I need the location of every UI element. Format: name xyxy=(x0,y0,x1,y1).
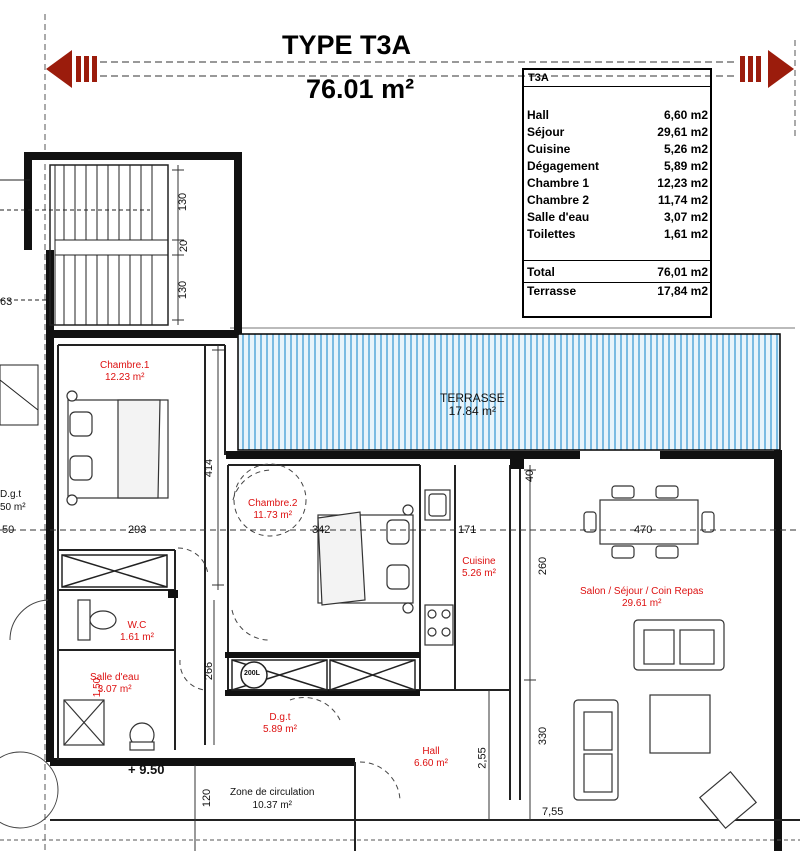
bed-chambre2-icon xyxy=(317,504,414,614)
row-area: 3,07 m2 xyxy=(663,210,708,224)
kitchen-sink-icon xyxy=(424,489,451,521)
row-area: 12,23 m2 xyxy=(657,176,708,190)
terrace-area xyxy=(237,333,781,451)
row-area: 29,61 m2 xyxy=(657,125,708,139)
row-name: Salle d'eau xyxy=(527,210,590,224)
table-row: Séjour 29,61 m2 xyxy=(527,125,708,142)
table-row: Chambre 1 12,23 m2 xyxy=(527,176,708,193)
cooktop-icon xyxy=(424,604,454,646)
dimension-342: 342 xyxy=(312,524,331,536)
dimension-414: 414 xyxy=(203,458,216,478)
sofa-icon xyxy=(573,619,758,830)
row-area: 11,74 m2 xyxy=(657,193,708,207)
dimension-266: 266 xyxy=(203,661,216,681)
row-area: 76,01 m2 xyxy=(657,265,708,279)
row-area: 17,84 m2 xyxy=(657,284,708,298)
table-rule xyxy=(524,86,710,87)
row-name: Total xyxy=(527,265,555,279)
dimension-50: 50 xyxy=(2,524,15,536)
shower-icon xyxy=(63,699,105,746)
staircase xyxy=(0,164,169,326)
water-tank-label: 200L xyxy=(244,670,260,677)
toilet-icon xyxy=(77,599,117,641)
dimension-120: 120 xyxy=(201,788,214,808)
dining-table-icon xyxy=(583,485,715,559)
table-row: Hall 6,60 m2 xyxy=(527,108,708,125)
dimension-260: 260 xyxy=(537,556,550,576)
dimension-lines xyxy=(0,345,800,851)
dimension-130-bottom: 130 xyxy=(177,280,190,300)
washbasin-icon xyxy=(129,722,155,751)
level-marker: + 9.50 xyxy=(128,762,165,777)
dimension-755: 7,55 xyxy=(542,806,564,818)
dimension-293: 293 xyxy=(128,524,147,536)
row-name: Chambre 1 xyxy=(527,176,590,190)
right-arrow-icon xyxy=(740,50,794,88)
left-arrow-icon xyxy=(46,50,97,88)
row-name: Séjour xyxy=(527,125,565,139)
dimension-255: 2,55 xyxy=(476,747,489,769)
interior-walls xyxy=(50,344,800,851)
storage-cupboards xyxy=(61,554,416,691)
table-rule xyxy=(524,282,710,283)
bed-chambre1-icon xyxy=(66,390,169,506)
row-area: 6,60 m2 xyxy=(663,108,708,122)
row-name: Hall xyxy=(527,108,550,122)
area-summary-table: T3A Hall 6,60 m2 Séjour 29,61 m2 Cuisine 5,… xyxy=(522,68,712,318)
neighbour-unit-fragments xyxy=(0,364,39,426)
table-terrace-row: Terrasse 17,84 m2 xyxy=(527,284,708,301)
water-heater-icon xyxy=(240,661,268,689)
plan-total-area: 76.01 m² xyxy=(306,74,415,104)
plan-title: TYPE T3A xyxy=(282,30,412,60)
row-area: 5,89 m2 xyxy=(663,159,708,173)
table-row: Dégagement 5,89 m2 xyxy=(527,159,708,176)
dimension-150: 1,50 xyxy=(92,677,104,698)
stair-dimension-line xyxy=(172,165,184,325)
door-swings xyxy=(0,463,401,829)
table-row: Chambre 2 11,74 m2 xyxy=(527,193,708,210)
dimension-171: 171 xyxy=(458,524,477,536)
table-total-row: Total 76,01 m2 xyxy=(527,265,708,282)
row-area: 1,61 m2 xyxy=(663,227,708,241)
row-name: Dégagement xyxy=(527,159,600,173)
dimension-130-top: 130 xyxy=(177,192,190,212)
row-name: Toilettes xyxy=(527,227,576,241)
row-name: Chambre 2 xyxy=(527,193,590,207)
row-name: Terrasse xyxy=(527,284,577,298)
dimension-63: 63 xyxy=(0,296,13,308)
row-area: 5,26 m2 xyxy=(663,142,708,156)
table-row: Cuisine 5,26 m2 xyxy=(527,142,708,159)
wall-blocks xyxy=(168,455,524,696)
dimension-40: 40 xyxy=(524,469,537,483)
table-rule xyxy=(524,260,710,261)
table-row: Toilettes 1,61 m2 xyxy=(527,227,708,244)
exterior-walls xyxy=(24,152,782,851)
table-row: Salle d'eau 3,07 m2 xyxy=(527,210,708,227)
table-header: T3A xyxy=(528,72,549,84)
dimension-20: 20 xyxy=(178,239,191,253)
dimension-330: 330 xyxy=(537,726,550,746)
dimension-470: 470 xyxy=(634,524,653,536)
row-name: Cuisine xyxy=(527,142,571,156)
